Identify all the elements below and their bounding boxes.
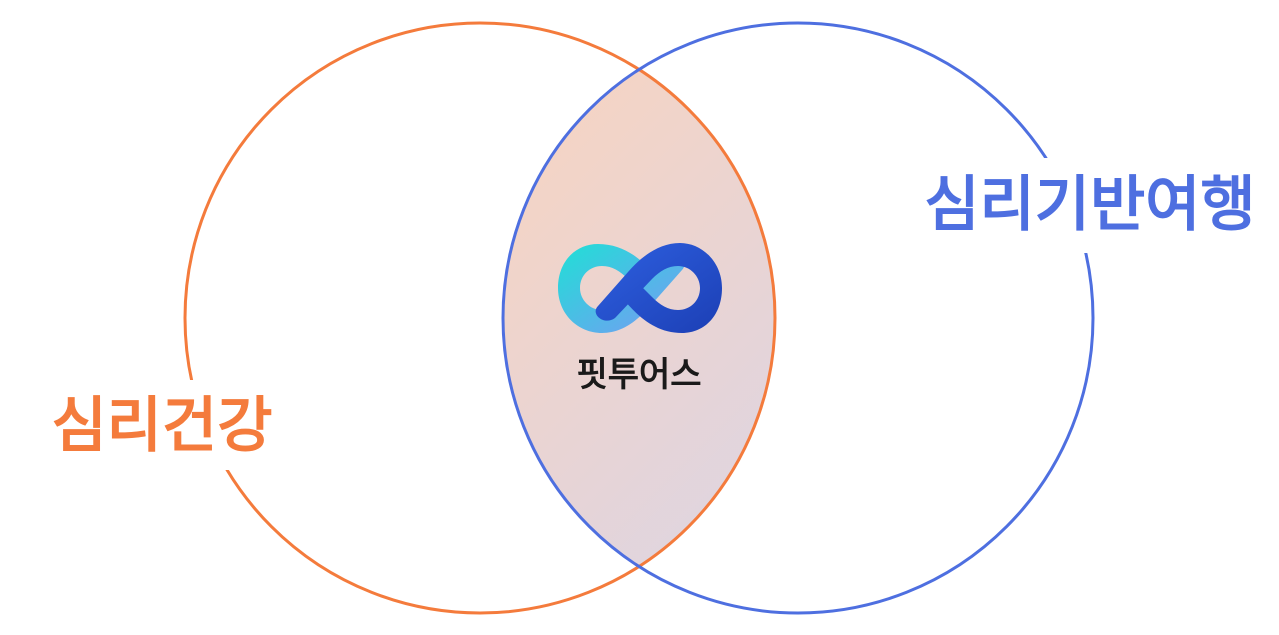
left-set-circle [183,21,777,615]
left-set-label: 심리건강 [52,391,273,461]
infinity-logo-icon [558,243,722,333]
right-label-backing [915,158,1265,253]
brand-name: 핏투어스 [576,355,701,395]
intersection-fill [503,23,775,613]
right-set-circle [501,21,1095,615]
right-set-label: 심리기반여행 [924,170,1255,240]
left-label-backing [40,380,290,470]
